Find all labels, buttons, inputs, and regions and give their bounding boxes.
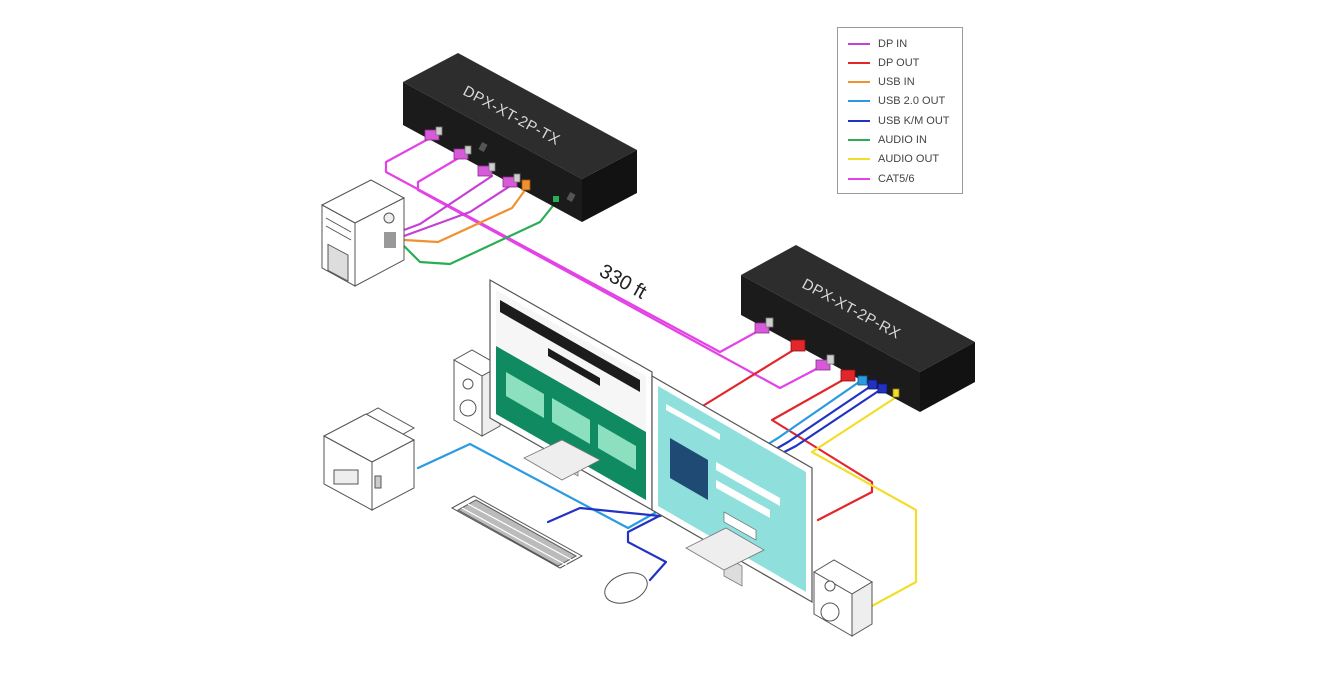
dp-in-cable-2 (402, 184, 512, 238)
dp-in-cable-1 (402, 174, 494, 232)
rx-connectors (754, 317, 900, 398)
legend: DP IN DP OUT USB IN USB 2.0 OUT USB K/M OUT A… (837, 27, 963, 194)
audio-out-cable (810, 394, 918, 608)
legend-swatch (848, 81, 870, 84)
legend-item: DP IN (848, 34, 907, 53)
legend-label: DP OUT (878, 56, 920, 69)
usb-in-cable (402, 184, 530, 244)
speaker-icon (813, 559, 873, 637)
legend-label: AUDIO IN (878, 134, 927, 146)
legend-label: AUDIO OUT (878, 153, 940, 166)
usb-km-out-cable-2 (626, 388, 882, 582)
usb2-out-cable (416, 378, 864, 530)
dp-out-cable-2 (770, 374, 874, 522)
printer-icon (322, 407, 416, 511)
legend-swatch (848, 177, 870, 180)
legend-swatch (848, 42, 870, 45)
keyboard-icon (450, 495, 584, 569)
monitor-icon (651, 374, 813, 604)
audio-in-cable (402, 200, 558, 266)
cat-cable-1 (384, 135, 762, 354)
legend-swatch (848, 119, 870, 122)
monitor-icon (489, 278, 653, 512)
mouse-icon (604, 572, 648, 604)
distance-label: 330 ft (596, 260, 651, 304)
legend-item: DP OUT (848, 53, 919, 72)
legend-swatch (848, 158, 870, 161)
legend-item: AUDIO IN (848, 131, 927, 150)
legend-swatch (848, 61, 870, 64)
legend-label: USB 2.0 OUT (878, 95, 946, 108)
legend-swatch (848, 139, 870, 141)
legend-swatch (848, 100, 870, 103)
legend-item: CAT5/6 (848, 169, 914, 188)
legend-label: DP IN (878, 37, 908, 50)
pc-tower-icon (320, 179, 406, 287)
legend-item: USB 2.0 OUT (848, 92, 945, 111)
legend-label: USB IN (878, 76, 915, 89)
cables (384, 135, 918, 608)
transmitter-device: DPX-XT-2P-TX (403, 53, 637, 222)
legend-label: CAT5/6 (878, 172, 915, 185)
tx-connectors (424, 126, 559, 202)
legend-label: USB K/M OUT (878, 114, 950, 127)
legend-item: USB IN (848, 73, 915, 92)
cat-cable-2 (416, 154, 824, 390)
legend-item: AUDIO OUT (848, 150, 939, 169)
receiver-device: DPX-XT-2P-RX (741, 245, 975, 412)
legend-item: USB K/M OUT (848, 111, 950, 130)
